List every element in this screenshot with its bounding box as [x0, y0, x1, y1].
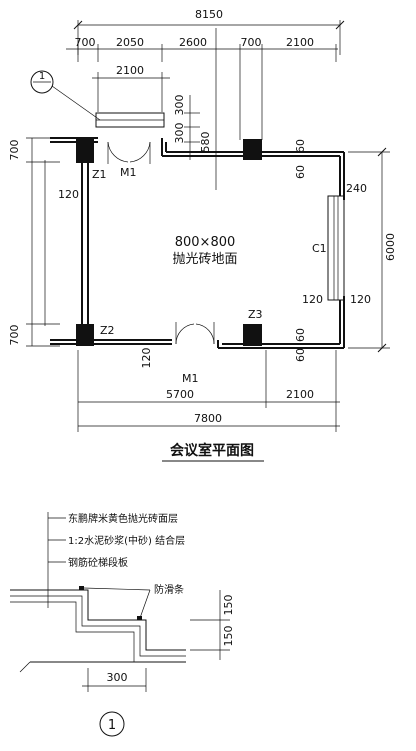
dim-120-right-b: 120: [350, 293, 371, 306]
door-m1-top: M1: [107, 141, 151, 179]
column-z-top-right: [243, 139, 262, 160]
walls: [50, 137, 345, 349]
plan-title: 会议室平面图: [170, 442, 254, 459]
dim-left-700-bottom: 700: [8, 325, 21, 346]
dim-left-700-top: 700: [8, 140, 21, 161]
window-label: C1: [312, 242, 327, 255]
dim-7800: 7800: [194, 412, 222, 425]
entry-steps: [95, 112, 165, 128]
floor-plan: 8150 700 2050 2600 700 2100 2100: [8, 8, 397, 462]
column-label-z2: Z2: [100, 324, 115, 337]
riser-top-dim: 150: [222, 595, 235, 616]
dim-300-a: 300: [173, 95, 186, 116]
dim-2050: 2050: [116, 36, 144, 49]
dim-2600: 2600: [179, 36, 207, 49]
door-label-bottom: M1: [182, 372, 199, 385]
dim-60-top-b: 60: [294, 165, 307, 179]
column-label-z1: Z1: [92, 168, 107, 181]
dim-700-b: 700: [241, 36, 262, 49]
nonslip-label: 防滑条: [154, 583, 184, 596]
window-c1: C1: [312, 195, 345, 301]
dim-right-6000: 6000: [384, 233, 397, 261]
dim-2100-top: 2100: [286, 36, 314, 49]
dim-overall-top: 8150: [73, 8, 345, 55]
layer-slab: 钢筋砼梯段板: [68, 556, 128, 569]
dim-8150: 8150: [195, 8, 223, 21]
column-label-z3: Z3: [248, 308, 263, 321]
floor-finish-label: 抛光砖地面: [172, 252, 237, 267]
dim-120-bottom: 120: [140, 348, 153, 369]
column-z3: [243, 324, 262, 346]
dim-bottom: 5700 2100 7800: [77, 350, 340, 432]
tread-dim: 300: [107, 671, 128, 684]
dim-2100-door: 2100: [116, 64, 144, 77]
dim-700-a: 700: [75, 36, 96, 49]
dim-580: 580: [199, 132, 212, 153]
dim-60-b: 60: [294, 348, 307, 362]
dim-300-b: 300: [173, 123, 186, 144]
dim-left: 700 700: [8, 137, 60, 347]
dim-240: 240: [346, 182, 367, 195]
tile-size-label: 800×800: [175, 235, 236, 250]
door-m1-bottom: M1: [175, 322, 215, 385]
stair-detail: 东鹏牌米黄色抛光砖面层 1:2水泥砂浆(中砂) 结合层 钢筋砼梯段板 防滑条 1…: [10, 512, 235, 737]
column-z1: [76, 139, 94, 163]
dim-right: 6000: [348, 147, 397, 353]
door-label-top: M1: [120, 166, 137, 179]
dim-door-width: 2100: [92, 64, 170, 112]
detail-number-bubble: [99, 711, 125, 737]
dim-2100-bottom: 2100: [286, 388, 314, 401]
dim-60-top-a: 60: [294, 139, 307, 153]
detail-ref-number: 1: [39, 71, 45, 82]
dim-segments-top: 700 2050 2600 700 2100: [66, 36, 338, 140]
column-z2: [76, 324, 94, 346]
layer-mortar: 1:2水泥砂浆(中砂) 结合层: [68, 534, 185, 547]
dim-step-heights: 300 300 580: [173, 95, 212, 160]
dim-60-a: 60: [294, 328, 307, 342]
layer-finish: 东鹏牌米黄色抛光砖面层: [68, 512, 178, 525]
detail-reference-bubble: 1: [30, 70, 101, 121]
riser-bottom-dim: 150: [222, 626, 235, 647]
nonslip-strip-1: [79, 586, 84, 590]
nonslip-strip-2: [137, 616, 142, 620]
dim-120-right-a: 120: [302, 293, 323, 306]
dim-120-left: 120: [58, 188, 79, 201]
detail-number: 1: [108, 718, 116, 733]
dim-5700: 5700: [166, 388, 194, 401]
